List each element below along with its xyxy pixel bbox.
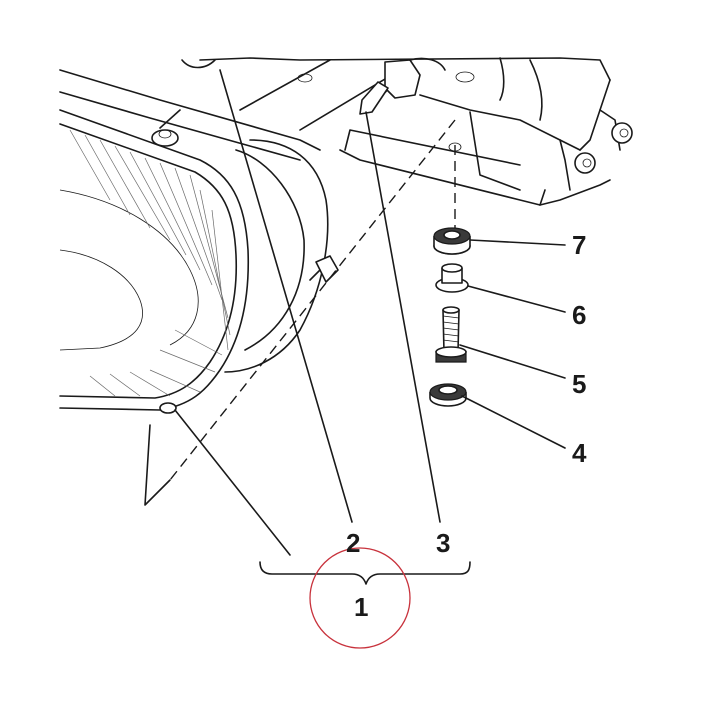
part-label-1: 1 bbox=[354, 592, 368, 622]
bolt-part bbox=[435, 306, 467, 363]
body-bracket bbox=[199, 57, 633, 206]
highlight-circle bbox=[309, 547, 411, 649]
leader-lines bbox=[144, 59, 566, 556]
part-label-4: 4 bbox=[572, 438, 587, 468]
part-label-7: 7 bbox=[572, 230, 586, 260]
lens-hatching bbox=[69, 129, 231, 397]
washer-part bbox=[429, 383, 467, 407]
group-brace bbox=[259, 561, 471, 585]
grommet-part bbox=[433, 227, 471, 255]
spacer-part bbox=[435, 263, 469, 293]
part-label-5: 5 bbox=[572, 369, 586, 399]
part-label-6: 6 bbox=[572, 300, 586, 330]
part-label-3: 3 bbox=[436, 528, 450, 558]
alignment-lines bbox=[169, 119, 456, 481]
headlamp-assembly bbox=[59, 69, 339, 414]
part-label-2: 2 bbox=[346, 528, 360, 558]
